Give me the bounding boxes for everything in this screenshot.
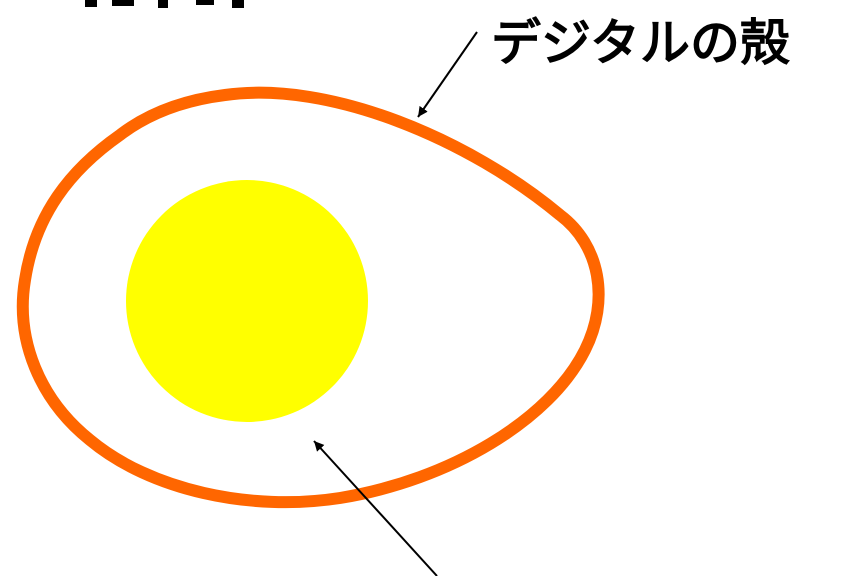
shell-pointer-arrow: [418, 32, 477, 117]
cropped-text-fragment: [85, 0, 244, 8]
egg-white-pointer-arrow: [314, 441, 437, 576]
shell-label: デジタルの殻: [491, 14, 791, 72]
egg-yolk: [126, 180, 368, 422]
